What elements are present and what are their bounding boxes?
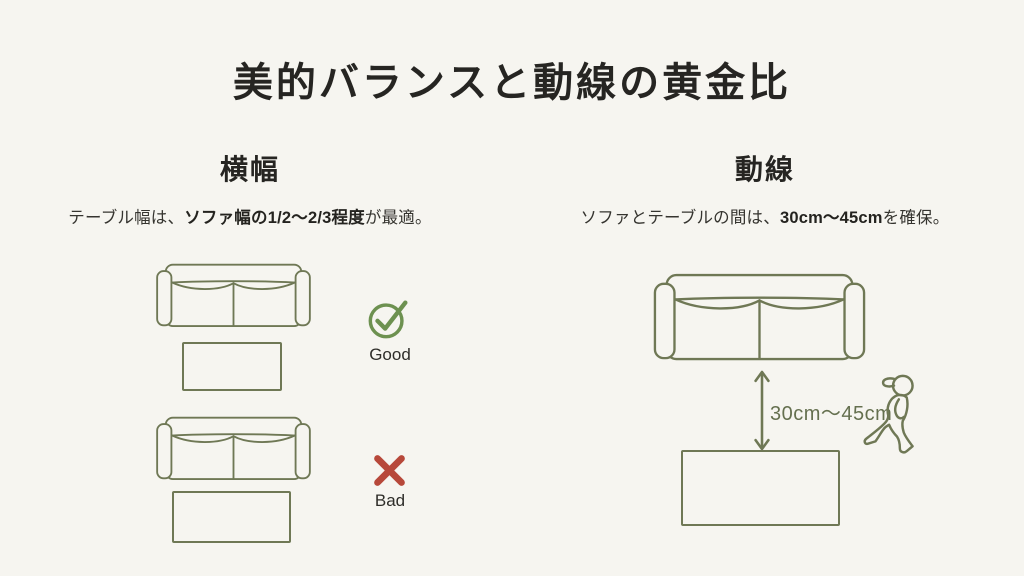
sofa-top-view-illustration-right [653, 273, 866, 361]
right-section-header: 動線 [734, 154, 795, 185]
sofa-top-view-illustration-good [156, 263, 311, 327]
table-top-view-good [182, 342, 282, 391]
good-label: Good [369, 345, 411, 364]
left-subtitle-bold: ソファ幅の1/2〜2/3程度 [184, 209, 365, 227]
right-subtitle-prefix: ソファとテーブルの間は、 [580, 209, 780, 227]
table-top-view-right [681, 450, 840, 526]
gap-measurement-label: 30cm〜45cm [770, 403, 893, 425]
table-top-view-bad [172, 491, 291, 543]
sofa-top-view-illustration-bad [156, 416, 311, 480]
x-mark-icon [374, 455, 405, 486]
left-subtitle-prefix: テーブル幅は、 [68, 209, 185, 227]
double-headed-arrow-icon [754, 370, 770, 451]
left-section-header: 横幅 [219, 154, 280, 185]
check-circle-icon [368, 300, 408, 339]
walking-person-icon [863, 374, 914, 454]
right-subtitle-bold: 30cm〜45cm [779, 209, 883, 227]
right-section-subtitle: ソファとテーブルの間は、30cm〜45cmを確保。 [540, 204, 990, 228]
left-section-subtitle: テーブル幅は、ソファ幅の1/2〜2/3程度が最適。 [30, 204, 470, 228]
bad-label: Bad [374, 491, 406, 510]
page-title: 美的バランスと動線の黄金比 [232, 61, 792, 105]
left-subtitle-suffix: が最適。 [364, 209, 432, 227]
right-subtitle-suffix: を確保。 [882, 209, 950, 227]
